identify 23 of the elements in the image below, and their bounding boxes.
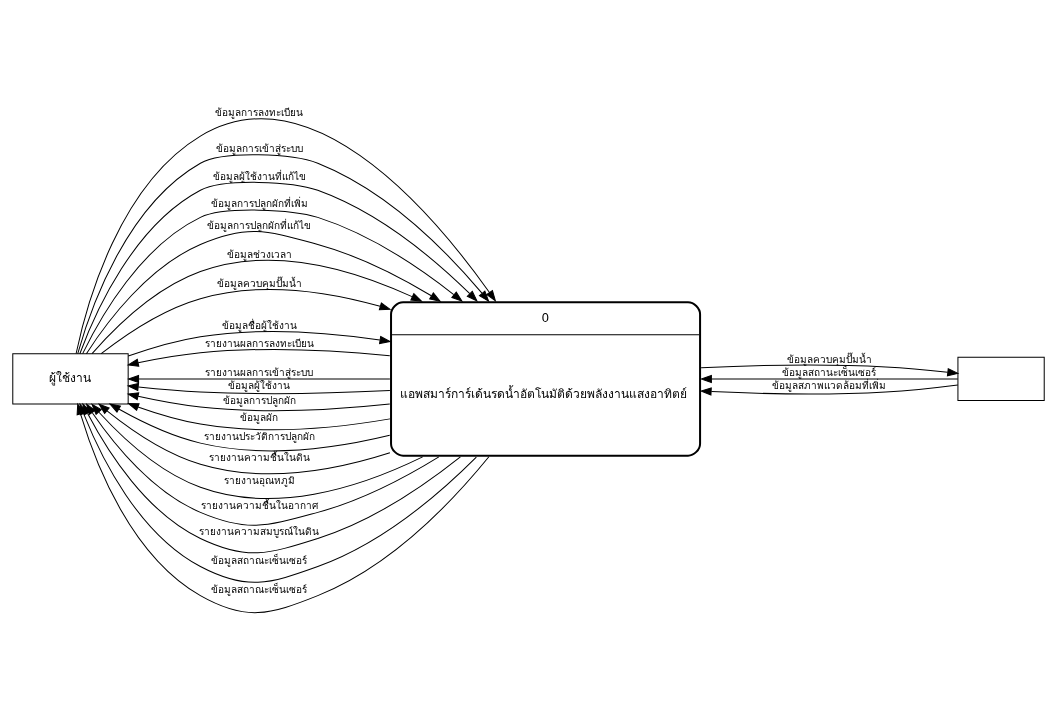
edge-label: รายงานผลการลงทะเบียน [204,337,314,349]
edge-label: รายงานอุณหภูมิ [223,474,295,486]
edge-label: ข้อมูลช่วงเวลา [226,248,292,260]
edge-label: รายงานผลการเข้าสู่ระบบ [205,366,314,378]
edge-label: ข้อมูลการปลูกผักที่แก้ไข [207,219,312,231]
edge-label: ข้อมูลผัก [240,411,279,423]
edge-label: ข้อมูลการเข้าสู่ระบบ [215,142,303,154]
edge-label: ข้อมูลผู้ใช้งาน [228,379,291,391]
edge-label: รายงานประวัติการปลูกผัก [203,430,315,442]
edge-label: ข้อมูลการปลูกผัก [222,394,296,406]
edge-label: รายงานความชื้นในอากาศ [200,499,318,511]
edge-label: รายงานความสมบูรณ์ในดิน [199,525,320,537]
edge-label: ข้อมูลสภาพแวดล้อมที่เพิ่ม [772,379,887,391]
edge-label: ข้อมูลควบคุมปั๊มน้ำ [216,277,302,289]
edge-label: ข้อมูลการปลูกผักที่เพิ่ม [210,197,308,209]
edge-label: ข้อมูลสถาณะเซ็นเซอร์ [211,554,308,566]
edge-label: ข้อมูลสถาณะเซ็นเซอร์ [211,583,308,595]
edge-label: ข้อมูลสถานะเซ็นเซอร์ [782,366,877,378]
edge-label: ข้อมูลชื่อผู้ใช้งาน [221,319,297,331]
edge-label: ข้อมูลผู้ใช้งานที่แก้ไข [212,170,306,182]
edge-label: ข้อมูลควบคุมปั๊มน้ำ [787,353,872,365]
edge-label: รายงานความชื้นในดิน [208,451,310,463]
edge-label: ข้อมูลการลงทะเบียน [215,106,304,118]
